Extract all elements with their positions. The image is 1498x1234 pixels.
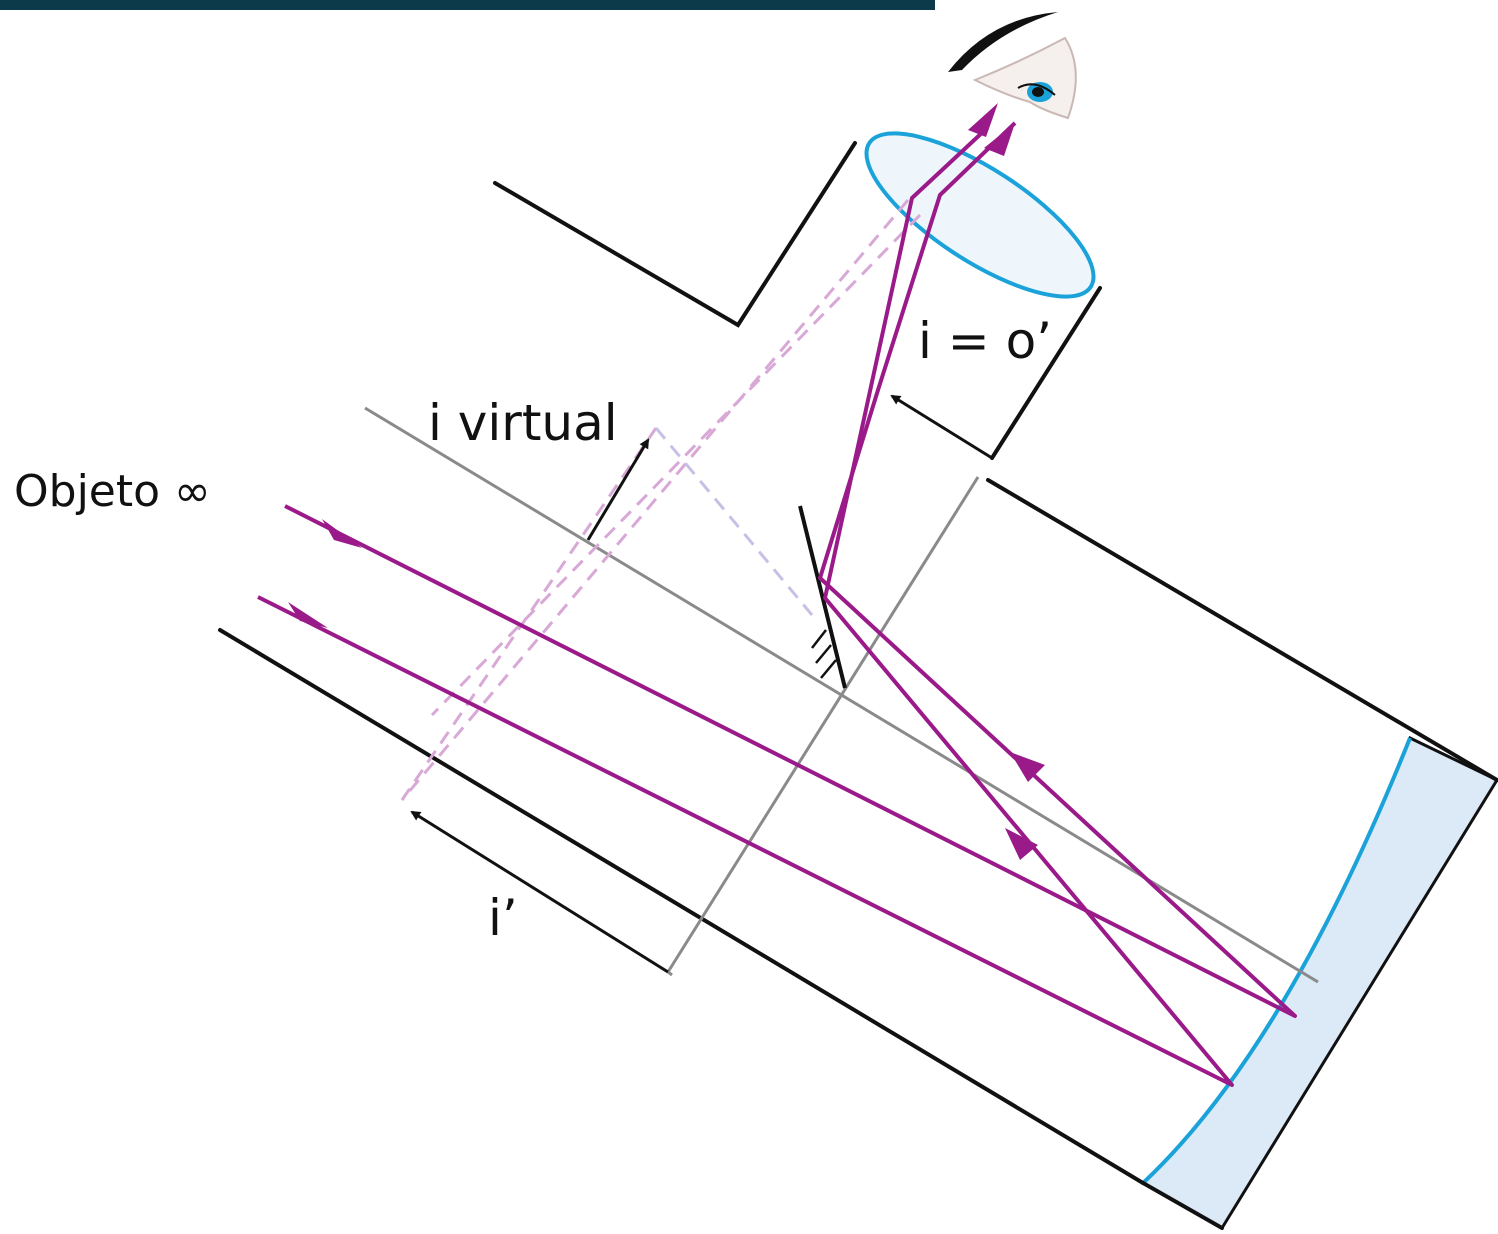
intermediate-image-arrow <box>410 810 669 974</box>
header-bar <box>0 0 935 10</box>
virtual-rays <box>400 199 922 801</box>
ray-arrow-return-1 <box>1010 752 1045 782</box>
ray-arrow-out-2 <box>984 123 1015 156</box>
primary-mirror <box>1140 735 1498 1231</box>
secondary-mirror <box>798 505 847 689</box>
optical-axis-lines <box>364 406 1319 984</box>
virtual-image-arrow <box>586 438 650 541</box>
ray-arrow-in-1 <box>322 519 362 548</box>
eye-icon <box>948 12 1077 120</box>
telescope-tube <box>218 478 1498 1230</box>
light-rays <box>257 121 1297 1087</box>
final-image-arrow <box>890 394 993 460</box>
object-label: Objeto ∞ <box>14 466 211 517</box>
eyepiece-barrel <box>493 141 1102 460</box>
ray-arrow-in-2 <box>288 602 328 628</box>
intermediate-image-label: i’ <box>488 889 518 947</box>
virtual-image-label: i virtual <box>428 394 618 452</box>
ray-arrow-out-1 <box>968 103 998 137</box>
image-arrows <box>410 394 993 974</box>
ray-arrow-return-2 <box>1005 828 1038 860</box>
eyepiece-lens <box>864 131 1096 299</box>
final-image-label: i = o’ <box>918 312 1052 370</box>
ray-arrowheads <box>288 103 1045 860</box>
